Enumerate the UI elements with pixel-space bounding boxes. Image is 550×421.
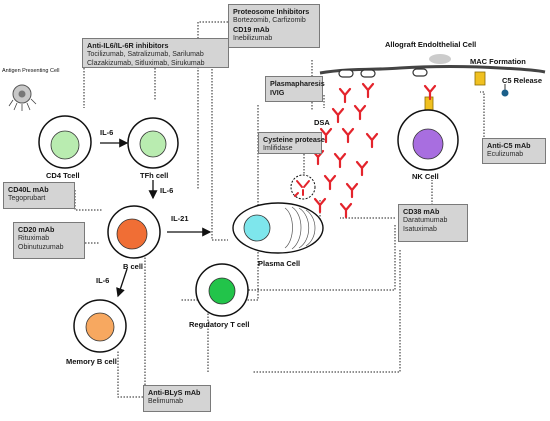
antibody-4: [331, 107, 345, 124]
antibody-10: [333, 152, 347, 169]
il6-label-3: IL-6: [96, 276, 110, 285]
cd40l-title: CD40L mAb: [8, 185, 49, 194]
connector-c5: [480, 91, 485, 140]
imlifidase-circle: [290, 174, 316, 200]
antibody-7: [341, 127, 355, 144]
arrow-bcell-memory: [116, 268, 128, 298]
memory-nucleus: [85, 312, 115, 342]
endothelial-antigen-1: [338, 69, 354, 78]
tfh-nucleus: [139, 130, 167, 158]
cysteine-line: Imlifidase: [263, 145, 293, 152]
c5-release-label: C5 Release: [502, 76, 543, 85]
antibody-2: [361, 82, 375, 99]
antibody-6: [319, 127, 333, 144]
connector-proteosome-plasma: [211, 60, 228, 241]
cd38-line-1: Daratumumab: [403, 217, 448, 224]
il6r-line-2: Clazakizumab, Sitluximab, Sirukumab: [87, 60, 205, 67]
connector-cd38-blys: [252, 250, 401, 373]
cd4-nucleus: [50, 130, 80, 160]
treg-label: Regulatory T cell: [189, 320, 250, 329]
cd19-line: Inebilizumab: [233, 35, 273, 42]
plasma-label: Plasma Cell: [258, 259, 301, 268]
blys-line: Belimumab: [148, 398, 184, 405]
cd19-title: CD19 mAb: [233, 25, 270, 34]
endothelial-antigen-2: [360, 69, 376, 78]
proteosome-line: Bortezomib, Carfizomib: [233, 17, 306, 24]
il6r-title: Anti-IL6/IL-6R inhibitors: [87, 41, 169, 50]
cd40l-box: CD40L mAb Tegoprubart: [3, 182, 75, 209]
il21-label: IL-21: [171, 214, 189, 223]
cd40l-line: Tegoprubart: [8, 195, 46, 202]
c5-line: Eculizumab: [487, 151, 524, 158]
mac-pore: [474, 71, 486, 86]
arrows: [100, 138, 212, 298]
plasma-nucleus: [243, 214, 271, 242]
anti-c5-box: Anti-C5 mAb Eculizumab: [482, 138, 546, 164]
cd20-line-2: Obinutuzumab: [18, 244, 64, 251]
nk-nucleus: [412, 128, 444, 160]
cd4-label: CD4 Tcell: [46, 171, 80, 180]
antibody-3: [423, 84, 437, 101]
tfh-label: TFh cell: [140, 171, 169, 180]
cd4-tcell: [38, 115, 92, 169]
anti-blys-box: Anti-BLyS mAb Belimumab: [143, 385, 211, 412]
memory-b-cell: [73, 299, 127, 353]
b-cell: [107, 205, 161, 259]
antibody-8: [365, 132, 379, 149]
connector-cd38-treg: [236, 225, 396, 291]
connector-cd40l: [74, 190, 102, 211]
il6r-inhibitors-box: Anti-IL6/IL-6R inhibitors Tocilizumab, S…: [82, 38, 229, 68]
cd20-title: CD20 mAb: [18, 225, 55, 234]
ivig-title: IVIG: [270, 88, 285, 97]
tfh-cell: [127, 117, 179, 169]
blys-title: Anti-BLyS mAb: [148, 388, 201, 397]
treg-nucleus: [208, 277, 236, 305]
regulatory-t-cell: [195, 263, 249, 317]
plasmapheresis-title: Plasmapharesis: [270, 79, 325, 88]
il6r-line-1: Tocilizumab, Satralizumab, Sarilumab: [87, 51, 204, 58]
cysteine-title: Cysteine protease: [263, 135, 325, 144]
cd38-title: CD38 mAb: [403, 207, 440, 216]
antibody-11: [355, 160, 369, 177]
memory-b-label: Memory B cell: [66, 357, 117, 366]
connector-cd19: [197, 21, 228, 190]
il6-label-1: IL-6: [100, 128, 114, 137]
bcell-nucleus: [116, 218, 148, 250]
endothelial-antigen-3: [412, 68, 428, 77]
plasmapheresis-box: Plasmapharesis IVIG: [265, 76, 325, 102]
antibody-12: [323, 174, 337, 191]
antibody-15: [339, 202, 353, 219]
cd38-box: CD38 mAb Daratumumab Isatuximab: [398, 204, 468, 242]
bcell-label: B cell: [123, 262, 144, 271]
cd20-line-1: Rituximab: [18, 235, 50, 242]
mac-label: MAC Formation: [470, 57, 526, 66]
cd20-box: CD20 mAb Rituximab Obinutuzumab: [13, 222, 85, 259]
plasma-cell: [232, 202, 324, 254]
c5-title: Anti-C5 mAb: [487, 141, 531, 150]
antibody-1: [338, 87, 352, 104]
cd38-line-2: Isatuximab: [403, 226, 437, 233]
antibody-group: [311, 82, 437, 219]
apc-label: Antigen Presenting Cell: [2, 68, 60, 74]
antibody-14: [313, 197, 327, 214]
il6-label-2: IL-6: [160, 186, 174, 195]
endothelial-label: Allograft Endolthelial Cell: [385, 40, 477, 49]
dsa-label: DSA: [314, 118, 330, 127]
nk-label: NK Cell: [412, 172, 439, 181]
c5-molecule: [501, 89, 509, 97]
cysteine-protease-box: Cysteine protease Imlifidase: [258, 132, 325, 154]
apc-cell: [8, 84, 37, 111]
proteosome-title: Proteosome Inhibitors: [233, 7, 310, 16]
proteosome-box: Proteosome Inhibitors Bortezomib, Carfiz…: [228, 4, 320, 48]
nk-cell: [397, 109, 459, 171]
mac-complex: [429, 54, 451, 64]
antibody-5: [353, 104, 367, 121]
antibody-13: [345, 182, 359, 199]
